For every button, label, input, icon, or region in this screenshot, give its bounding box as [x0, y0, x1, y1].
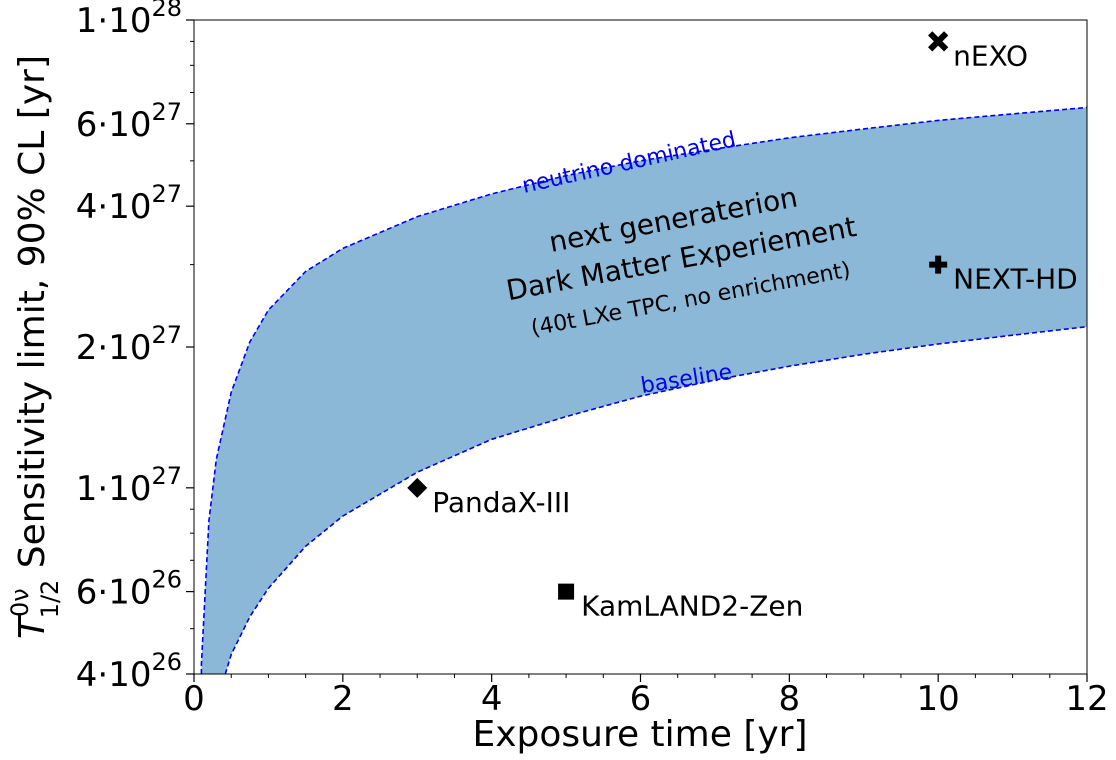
y-tick-mantissa: 2·10	[76, 328, 152, 368]
y-axis-label: T0ν1/2 Sensitivity limit, 90% CL [yr]	[6, 55, 64, 639]
marker-pandax-iii	[407, 477, 428, 498]
y-tick-exponent: 27	[151, 462, 182, 490]
y-tick-exponent: 28	[151, 0, 182, 22]
point-label-pandax-iii: PandaX-III	[432, 486, 570, 519]
band-fill	[201, 107, 1087, 674]
point-label-kamland2-zen: KamLAND2-Zen	[581, 590, 803, 623]
x-tick-label: 0	[183, 679, 205, 719]
y-tick-mantissa: 4·10	[76, 187, 152, 227]
y-tick-mantissa: 1·10	[76, 1, 152, 41]
sensitivity-band	[200, 106, 1088, 675]
y-tick-label: 1·1027	[76, 462, 182, 509]
plot-frame	[193, 19, 1088, 675]
upper-bound-line	[200, 106, 1088, 674]
y-tick-exponent: 26	[151, 648, 182, 676]
marker-kamland2-zen	[558, 583, 575, 600]
marker-nexo	[928, 31, 949, 52]
x-tick-label: 4	[481, 679, 503, 719]
y-tick-label: 1·1028	[76, 0, 182, 41]
lower-bound-line	[224, 325, 1088, 675]
x-tick-label: 12	[1065, 679, 1108, 719]
y-axis-label-symbol: T	[12, 614, 53, 639]
y-tick-mantissa: 6·10	[76, 105, 152, 145]
x-tick-label: 2	[332, 679, 354, 719]
y-axis-label-subscript: 1/2	[36, 580, 64, 619]
y-tick-label: 6·1026	[76, 566, 182, 613]
y-axis-label-text: Sensitivity limit, 90% CL [yr]	[12, 55, 53, 580]
y-tick-label: 4·1027	[76, 180, 182, 227]
y-tick-exponent: 27	[151, 321, 182, 349]
point-label-next-hd: NEXT-HD	[953, 263, 1078, 296]
marker-next-hd	[929, 255, 948, 274]
x-tick-label: 10	[917, 679, 960, 719]
x-axis-label: Exposure time [yr]	[472, 714, 807, 755]
y-tick-exponent: 27	[151, 180, 182, 208]
experiment-points: nEXO NEXT-HD PandaX-III KamLAND2-Zen	[407, 31, 1078, 623]
x-tick-label: 6	[630, 679, 652, 719]
y-tick-mantissa: 1·10	[76, 469, 152, 509]
y-tick-mantissa: 6·10	[76, 573, 152, 613]
y-tick-exponent: 26	[151, 566, 182, 594]
x-tick-label: 8	[779, 679, 801, 719]
y-axis-label-superscript: 0ν	[6, 588, 34, 617]
y-tick-label: 2·1027	[76, 321, 182, 368]
y-tick-mantissa: 4·10	[76, 655, 152, 695]
y-tick-label: 4·1026	[76, 648, 182, 695]
y-tick-label: 6·1027	[76, 98, 182, 145]
point-label-nexo: nEXO	[953, 39, 1028, 72]
y-tick-exponent: 27	[151, 98, 182, 126]
